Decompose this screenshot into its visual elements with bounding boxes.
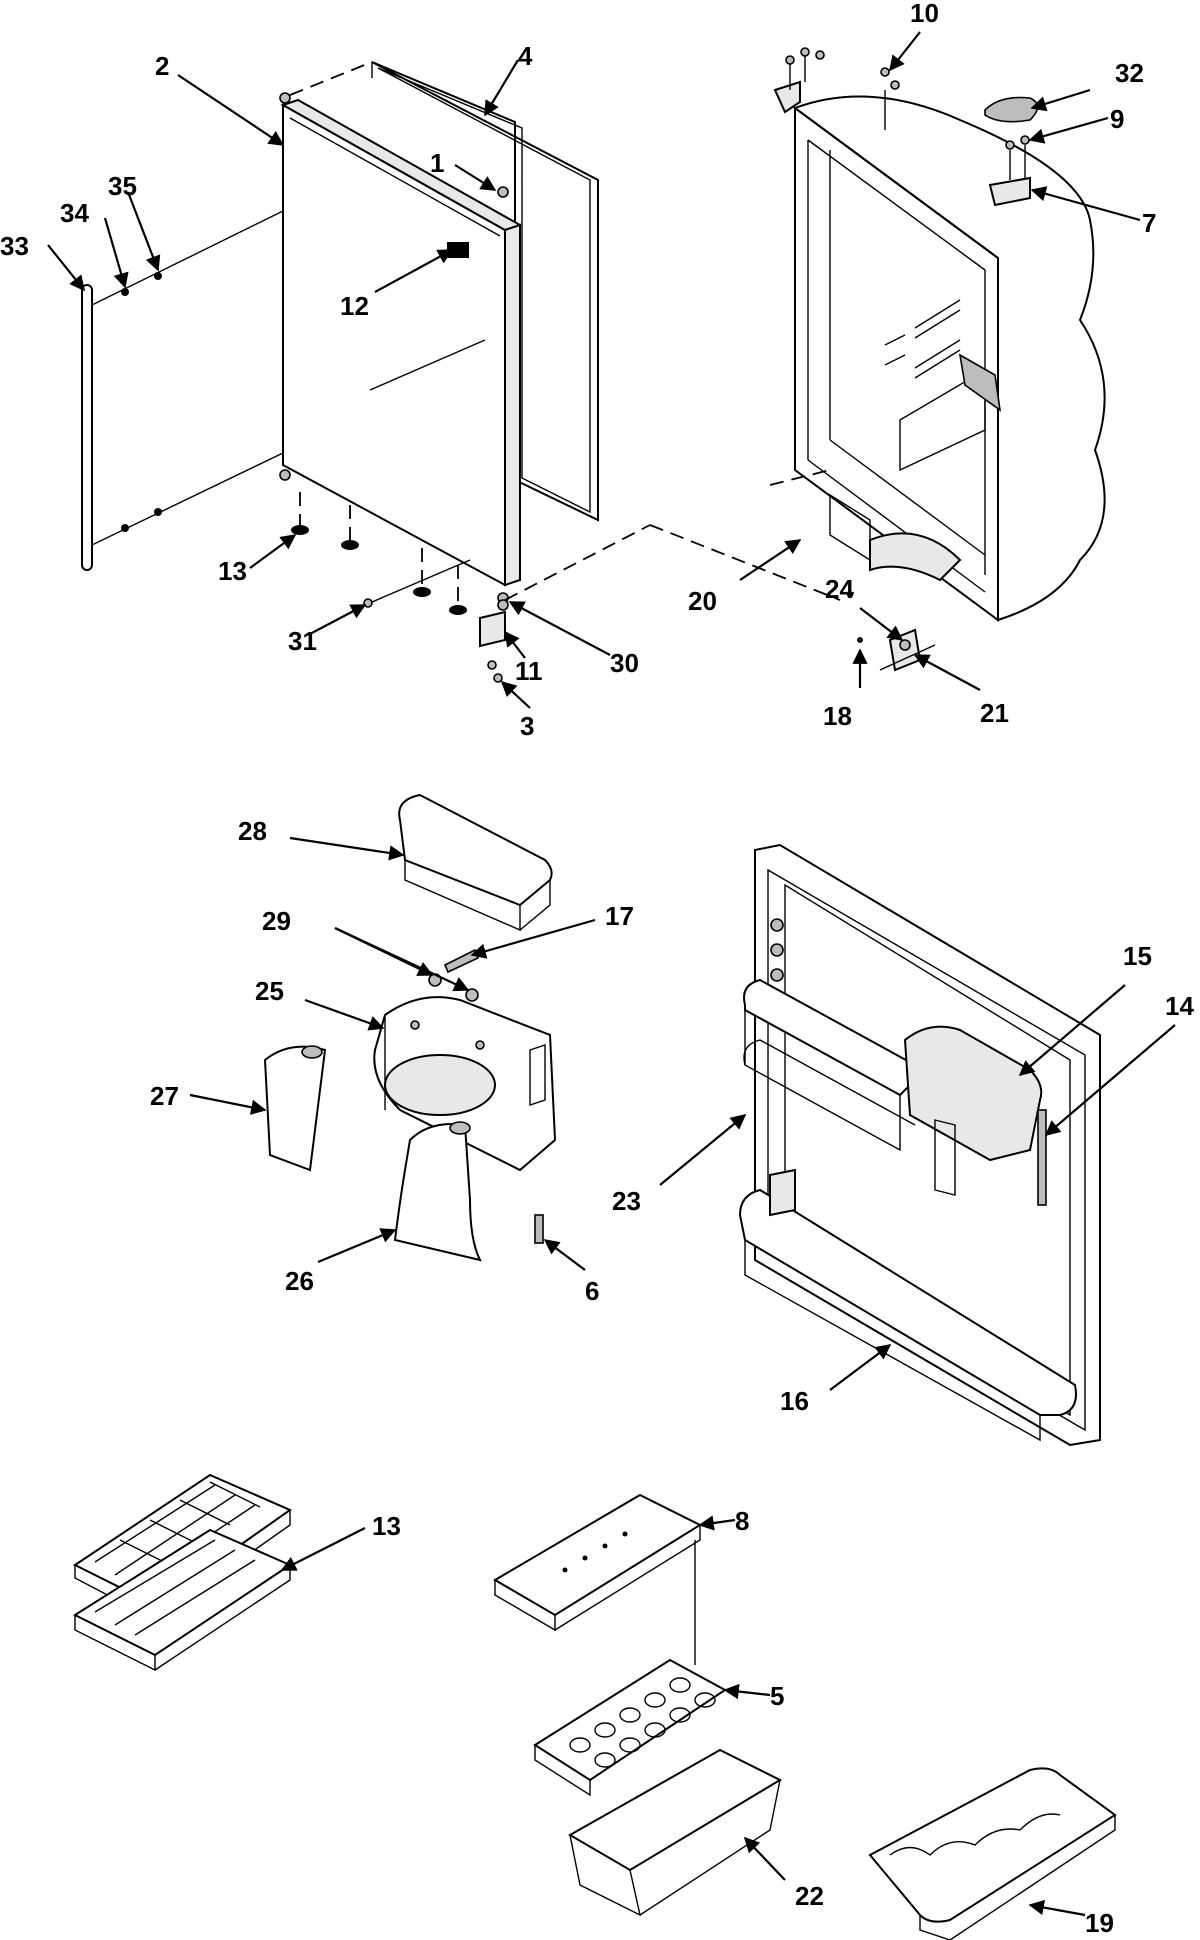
label-23: 23 (612, 1186, 641, 1216)
dispenser-chute (393, 1123, 482, 1262)
label-21: 21 (980, 698, 1009, 728)
label-17: 17 (605, 901, 634, 931)
fresh-food-door-panel (754, 843, 1101, 1447)
label-34: 34 (60, 198, 89, 228)
label-20: 20 (688, 586, 717, 616)
ice-trays (72, 1473, 293, 1672)
label-24: 24 (825, 574, 854, 604)
label-6: 6 (585, 1276, 599, 1306)
label-13b: 13 (372, 1511, 401, 1541)
ice-dispenser-assembly (263, 793, 557, 1262)
label-13a: 13 (218, 556, 247, 586)
label-16: 16 (780, 1386, 809, 1416)
label-31: 31 (288, 626, 317, 656)
door-handle (81, 284, 93, 571)
label-1: 1 (430, 148, 444, 178)
dispenser-flap (263, 1045, 327, 1172)
hinge-cover (984, 96, 1039, 123)
label-30: 30 (610, 648, 639, 678)
label-33: 33 (0, 231, 29, 261)
label-10: 10 (910, 0, 939, 28)
label-32: 32 (1115, 58, 1144, 88)
label-27: 27 (150, 1081, 179, 1111)
label-29: 29 (262, 906, 291, 936)
label-5: 5 (770, 1681, 784, 1711)
label-14: 14 (1165, 991, 1194, 1021)
door-bin-small (398, 793, 553, 907)
egg-tray (533, 1658, 727, 1782)
shelf-cover (493, 1493, 703, 1617)
freezer-door-assembly (81, 61, 651, 683)
label-2: 2 (155, 51, 169, 81)
leader-lines (47, 31, 1176, 1917)
label-7: 7 (1142, 208, 1156, 238)
label-28: 28 (238, 816, 267, 846)
label-12: 12 (340, 291, 369, 321)
label-15: 15 (1123, 941, 1152, 971)
label-26: 26 (285, 1266, 314, 1296)
wine-rack (868, 1767, 1117, 1923)
fresh-food-door-assembly (738, 843, 1101, 1447)
label-4: 4 (518, 41, 533, 71)
label-35: 35 (108, 171, 137, 201)
label-19: 19 (1085, 1908, 1114, 1938)
door-shelf-lower (738, 1188, 1077, 1416)
label-8: 8 (735, 1506, 749, 1536)
label-9: 9 (1110, 104, 1124, 134)
cabinet-assembly (649, 47, 1106, 672)
label-22: 22 (795, 1881, 824, 1911)
label-11: 11 (515, 656, 543, 686)
label-25: 25 (255, 976, 284, 1006)
label-18: 18 (823, 701, 852, 731)
label-3: 3 (520, 711, 534, 741)
accessories (493, 1493, 1117, 1940)
